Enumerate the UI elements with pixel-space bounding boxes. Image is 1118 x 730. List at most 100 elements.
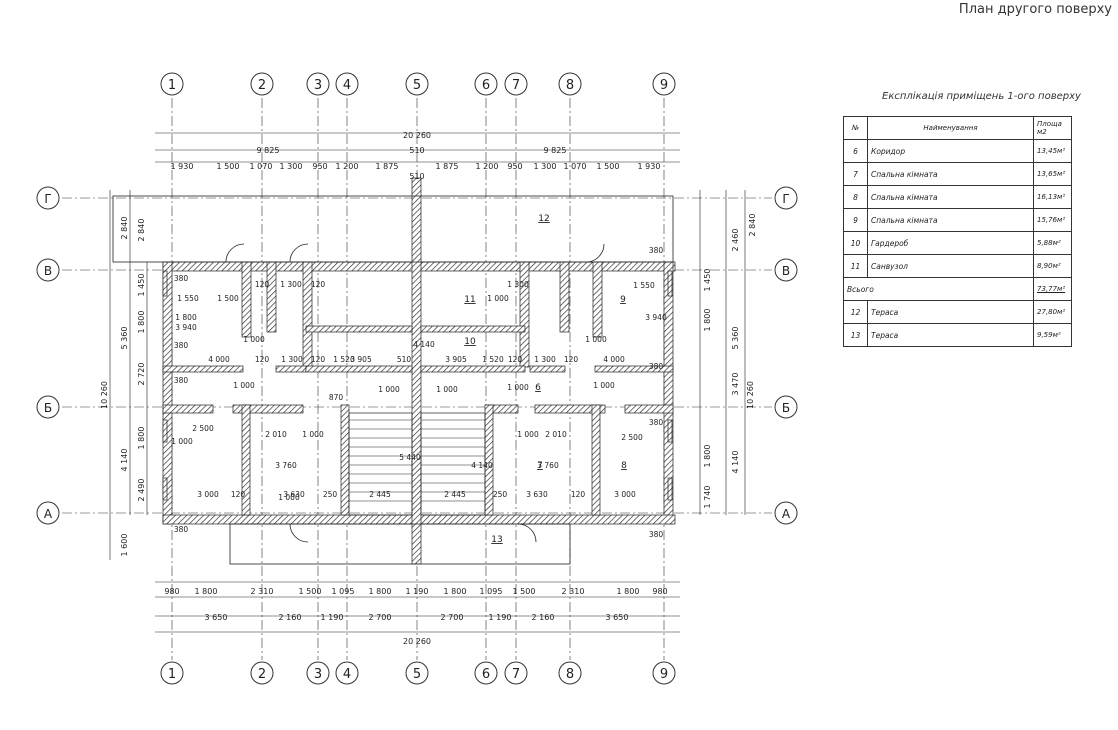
room-number-label: 8 bbox=[621, 461, 627, 471]
left-chain-dimension: 1 600 bbox=[120, 534, 129, 557]
inner-dimension: 380 bbox=[174, 274, 189, 283]
door-swing bbox=[585, 243, 605, 263]
top-chain-dimension: 1 300 bbox=[280, 162, 303, 171]
top-chain-dimension: 950 bbox=[507, 162, 522, 171]
inner-dimension: 380 bbox=[649, 530, 664, 539]
top-chain-dimension: 1 930 bbox=[171, 162, 194, 171]
axis-label: В bbox=[44, 264, 52, 278]
center-dimension: 510 bbox=[409, 172, 424, 181]
inner-dimension: 380 bbox=[649, 418, 664, 427]
inner-dimension: 2 010 bbox=[265, 430, 287, 439]
top-chain-dimension: 1 200 bbox=[336, 162, 359, 171]
axis-bubble bbox=[558, 72, 582, 96]
right-chain-dimension: 4 140 bbox=[731, 451, 740, 474]
door-swing bbox=[517, 523, 537, 543]
right-chain-dimension: 1 450 bbox=[703, 269, 712, 292]
inner-dimension: 1 300 bbox=[280, 280, 302, 289]
axis-bubble bbox=[160, 661, 184, 685]
wall bbox=[667, 270, 673, 297]
axis-label: 3 bbox=[314, 78, 322, 93]
axis-bubble bbox=[405, 661, 429, 685]
left-chain-dimension: 1 450 bbox=[137, 274, 146, 297]
left-chain-dimension: 2 840 bbox=[120, 217, 129, 240]
wall bbox=[594, 365, 674, 373]
bottom-chain-dimension: 2 310 bbox=[251, 587, 274, 596]
door-swing bbox=[289, 243, 309, 263]
axis-label: 9 bbox=[660, 78, 668, 93]
room-number: 10 bbox=[843, 231, 868, 255]
bottom-chain-dimension: 1 800 bbox=[617, 587, 640, 596]
left-chain-dimension: 4 140 bbox=[120, 449, 129, 472]
inner-dimension: 3 000 bbox=[614, 490, 636, 499]
top-chain-dimension: 1 300 bbox=[534, 162, 557, 171]
wall bbox=[529, 365, 566, 373]
room-number-label: 11 bbox=[464, 295, 475, 305]
bottom-chain-dimension: 1 800 bbox=[369, 587, 392, 596]
wall bbox=[162, 419, 168, 443]
left-chain-dimension: 1 800 bbox=[137, 311, 146, 334]
top-chain-dimension: 1 875 bbox=[376, 162, 399, 171]
axis-label: 4 bbox=[343, 667, 351, 682]
wall bbox=[305, 325, 413, 333]
inner-dimension: 120 bbox=[255, 280, 270, 289]
axis-bubble bbox=[774, 186, 798, 210]
room-number-label: 12 bbox=[538, 214, 549, 224]
axis-chain-dimension: 2 160 bbox=[279, 613, 302, 622]
wall bbox=[667, 477, 673, 501]
overall-dimension: 10 260 bbox=[746, 381, 755, 409]
bottom-chain-dimension: 1 800 bbox=[444, 587, 467, 596]
inner-dimension: 3 940 bbox=[645, 313, 667, 322]
inner-dimension: 2 445 bbox=[369, 490, 391, 499]
top-chain-dimension: 1 875 bbox=[436, 162, 459, 171]
bottom-chain-dimension: 2 310 bbox=[562, 587, 585, 596]
axis-bubble bbox=[335, 661, 359, 685]
half-dimension: 9 825 bbox=[544, 146, 567, 155]
axis-label: 7 bbox=[512, 667, 520, 682]
room-name: Коридор bbox=[867, 139, 1034, 163]
inner-dimension: 1 800 bbox=[175, 313, 197, 322]
inner-dimension: 1 000 bbox=[507, 383, 529, 392]
overall-dimension: 10 260 bbox=[100, 381, 109, 409]
wall bbox=[305, 365, 413, 373]
inner-dimension: 3 760 bbox=[275, 461, 297, 470]
inner-dimension: 250 bbox=[493, 490, 508, 499]
dimension-lines bbox=[155, 132, 680, 633]
left-chain-dimension: 5 360 bbox=[120, 327, 129, 350]
inner-dimension: 870 bbox=[329, 393, 344, 402]
room-number: 12 bbox=[843, 300, 868, 324]
wall bbox=[275, 365, 307, 373]
inner-dimension: 1 000 bbox=[302, 430, 324, 439]
wall bbox=[484, 404, 494, 516]
right-chain-dimension: 1 740 bbox=[703, 486, 712, 509]
right-chain-dimension: 2 460 bbox=[731, 229, 740, 252]
top-chain-dimension: 1 500 bbox=[597, 162, 620, 171]
axis-label: 1 bbox=[168, 667, 176, 682]
room-area: 5,88м² bbox=[1033, 231, 1072, 255]
axis-bubble bbox=[504, 72, 528, 96]
header-name: Найменування bbox=[867, 116, 1034, 140]
axis-chain-dimension: 1 190 bbox=[489, 613, 512, 622]
inner-dimension: 1 000 bbox=[487, 294, 509, 303]
room-number-label: 7 bbox=[537, 461, 543, 471]
axis-chain-dimension: 3 650 bbox=[205, 613, 228, 622]
inner-dimension: 2 500 bbox=[192, 424, 214, 433]
plan-details bbox=[109, 190, 746, 565]
inner-dimension: 120 bbox=[571, 490, 586, 499]
total-area: 73,77м² bbox=[1033, 277, 1072, 301]
axis-bubble bbox=[474, 661, 498, 685]
inner-dimension: 1 000 bbox=[171, 437, 193, 446]
axis-bubble bbox=[558, 661, 582, 685]
door-swing bbox=[225, 243, 245, 263]
bottom-chain-dimension: 980 bbox=[652, 587, 667, 596]
axis-bubble bbox=[652, 72, 676, 96]
inner-dimension: 1 300 bbox=[507, 280, 529, 289]
axis-bubble bbox=[474, 72, 498, 96]
inner-dimension: 3 940 bbox=[175, 323, 197, 332]
wall bbox=[519, 261, 530, 368]
